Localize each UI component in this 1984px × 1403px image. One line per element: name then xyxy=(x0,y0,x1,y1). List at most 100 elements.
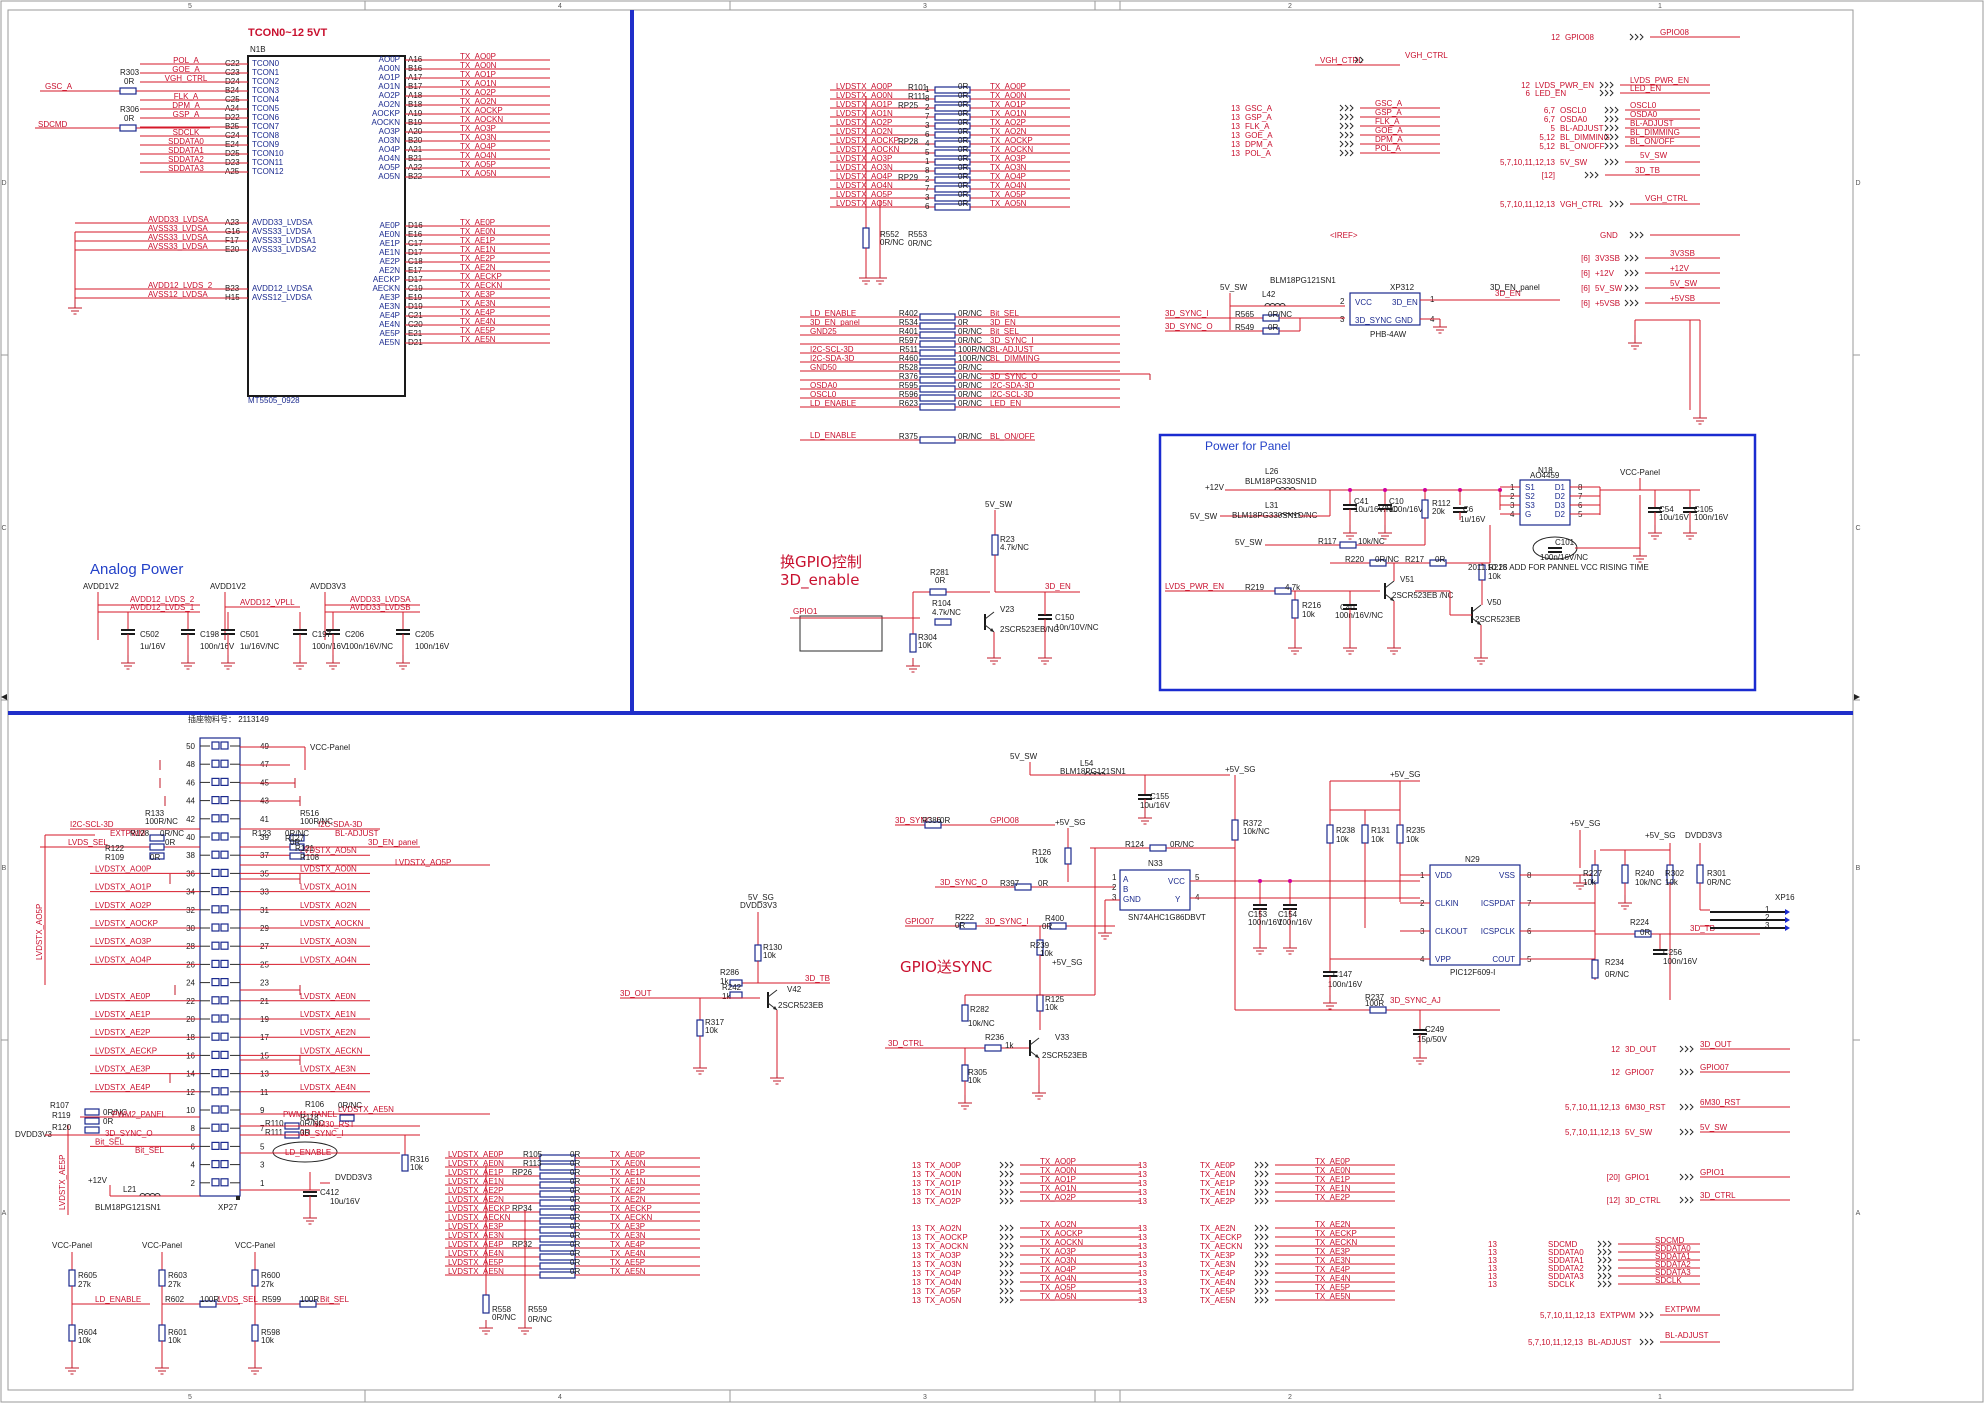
port-chevron-icon xyxy=(1339,122,1344,130)
port-label: TX_AE4N xyxy=(1200,1278,1236,1287)
rail-label: 5V_SW xyxy=(1220,283,1248,292)
port-chevron-icon xyxy=(1644,1338,1649,1346)
res-ref: R317 xyxy=(705,1018,725,1027)
port-chevron-icon xyxy=(1689,1103,1694,1111)
port-net: POL_A xyxy=(1375,144,1401,153)
connector-pin-num: 48 xyxy=(186,760,195,769)
junction-dot xyxy=(1383,488,1387,492)
sel-in-net: I2C-SDA-3D xyxy=(810,354,855,363)
tcon-pin-label: AO2P xyxy=(379,91,400,100)
tcon-right-net: TX_AO3N xyxy=(460,133,497,142)
gsc-res: R303 xyxy=(120,68,140,77)
res-ref: R235 xyxy=(1406,826,1426,835)
rail-num: [6] xyxy=(1581,299,1590,308)
port-num: 13 xyxy=(1488,1280,1497,1289)
port-chevron-icon xyxy=(1254,1242,1259,1250)
port-chevron-icon xyxy=(1679,1068,1684,1076)
port-chevron-icon xyxy=(1602,1256,1607,1264)
resistor-pack xyxy=(934,203,971,211)
iref-label: <IREF> xyxy=(1330,231,1358,240)
xp16-pin: 1 xyxy=(1765,905,1770,914)
bottom-out-net: TX_AE1P xyxy=(610,1168,645,1177)
tcon-pin-label: AOCKP xyxy=(372,109,400,118)
tcon-pin-label: TCON9 xyxy=(252,140,280,149)
port-chevron-icon xyxy=(1004,1251,1009,1259)
phb-num: 3 xyxy=(1340,315,1345,324)
rail-label: +5V_SG xyxy=(1645,831,1675,840)
port-label: TX_AO0N xyxy=(925,1170,962,1179)
ruler-bottom-label: 1 xyxy=(1658,1394,1662,1401)
port-chevron-icon xyxy=(1604,124,1609,132)
inductor-part: BLM18PG330SN1D/NC xyxy=(1232,511,1318,520)
tcon-pin-label: AE3P xyxy=(380,293,400,302)
res-ref: R227 xyxy=(1583,869,1603,878)
tcon-pin-label: AE4P xyxy=(380,311,400,320)
gpio-note-cn: 换GPIO控制 xyxy=(780,553,862,571)
bottom-out-net: TX_AE0N xyxy=(610,1159,646,1168)
port-num: 13 xyxy=(912,1242,921,1251)
3den-net: 3D_EN_panel xyxy=(368,838,418,847)
port-chevron-icon xyxy=(1254,1287,1259,1295)
rail-net: 3V3SB xyxy=(1670,249,1695,258)
res-ref: R599 xyxy=(262,1295,282,1304)
res-val: 0R xyxy=(958,163,968,172)
port-net: TX_AE3N xyxy=(1315,1256,1351,1265)
res-val: 27k xyxy=(261,1280,275,1289)
res-val: 0R/NC xyxy=(880,238,904,247)
transistor-symbol xyxy=(984,611,995,620)
port-chevron-icon xyxy=(1609,200,1614,208)
resistor xyxy=(119,87,137,95)
port-chevron-icon xyxy=(1609,89,1614,97)
res-ref: R218 xyxy=(1488,563,1508,572)
connector-contact xyxy=(220,741,229,750)
cap-val: 10n/10V/NC xyxy=(1055,623,1099,632)
port-chevron-icon xyxy=(1602,1272,1607,1280)
transistor-arrow-icon xyxy=(990,628,994,632)
inductor-part: BLM18PG121SN1 xyxy=(1060,767,1126,776)
port-chevron-icon xyxy=(1254,1278,1259,1286)
res-ref: R596 xyxy=(899,390,919,399)
tcon-pin-label: AO1N xyxy=(378,82,400,91)
pin-num: 6 xyxy=(925,130,930,139)
connector-contact xyxy=(211,941,220,950)
port-num: 13 xyxy=(912,1260,921,1269)
res-ref: R605 xyxy=(78,1271,98,1280)
ruler-top-label: 3 xyxy=(923,3,927,10)
port-label: TX_AE4P xyxy=(1200,1269,1235,1278)
port-chevron-icon xyxy=(1004,1170,1009,1178)
vgh-net: VGH_CTRL xyxy=(1405,51,1448,60)
resistor xyxy=(1696,864,1704,884)
pin-num: 1 xyxy=(925,157,930,166)
bottom-out-net: TX_AE3P xyxy=(610,1222,645,1231)
connector-contact xyxy=(220,941,229,950)
rail-port-label: +12V xyxy=(1595,269,1615,278)
port-net: SDDATA2 xyxy=(1655,1260,1691,1269)
tcon-power-net: AVDD33_LVDSA xyxy=(148,215,209,224)
port-chevron-icon xyxy=(1644,1311,1649,1319)
res-val: 0R/NC xyxy=(958,327,982,336)
resistor xyxy=(1274,587,1292,595)
analog-cap-val: 100n/16V xyxy=(200,642,235,651)
bottom-in-net: LVDSTX_AE1P xyxy=(448,1168,503,1177)
port-num: 13 xyxy=(912,1233,921,1242)
pic-net: 3D_CTRL xyxy=(888,1039,924,1048)
port-chevron-icon xyxy=(1344,131,1349,139)
port-net: TX_AE1P xyxy=(1315,1175,1350,1184)
res-val: 0R xyxy=(1268,323,1278,332)
analog-net: AVDD12_LVDS_2 xyxy=(130,595,195,604)
port-label: BL-ADJUST xyxy=(1588,1338,1632,1347)
resistor xyxy=(289,834,305,842)
tcon-power-net: AVSS33_LVDSA xyxy=(148,224,208,233)
resistor-pack xyxy=(934,176,971,184)
port-lvds-pwr-net: LVDS_PWR_EN xyxy=(1630,76,1689,85)
res-ref: R105 xyxy=(523,1150,543,1159)
connector-contact xyxy=(220,1159,229,1169)
res-ref: RP25 xyxy=(898,101,919,110)
transistor-arrow-icon xyxy=(1477,621,1481,625)
port-chevron-icon xyxy=(1639,1338,1644,1346)
res-ref: R125 xyxy=(1045,995,1065,1004)
bottom-in-net: LVDSTX_AE3P xyxy=(448,1222,503,1231)
analog-cap-val: 100n/16V xyxy=(415,642,450,651)
port-net: DPM_A xyxy=(1375,135,1403,144)
